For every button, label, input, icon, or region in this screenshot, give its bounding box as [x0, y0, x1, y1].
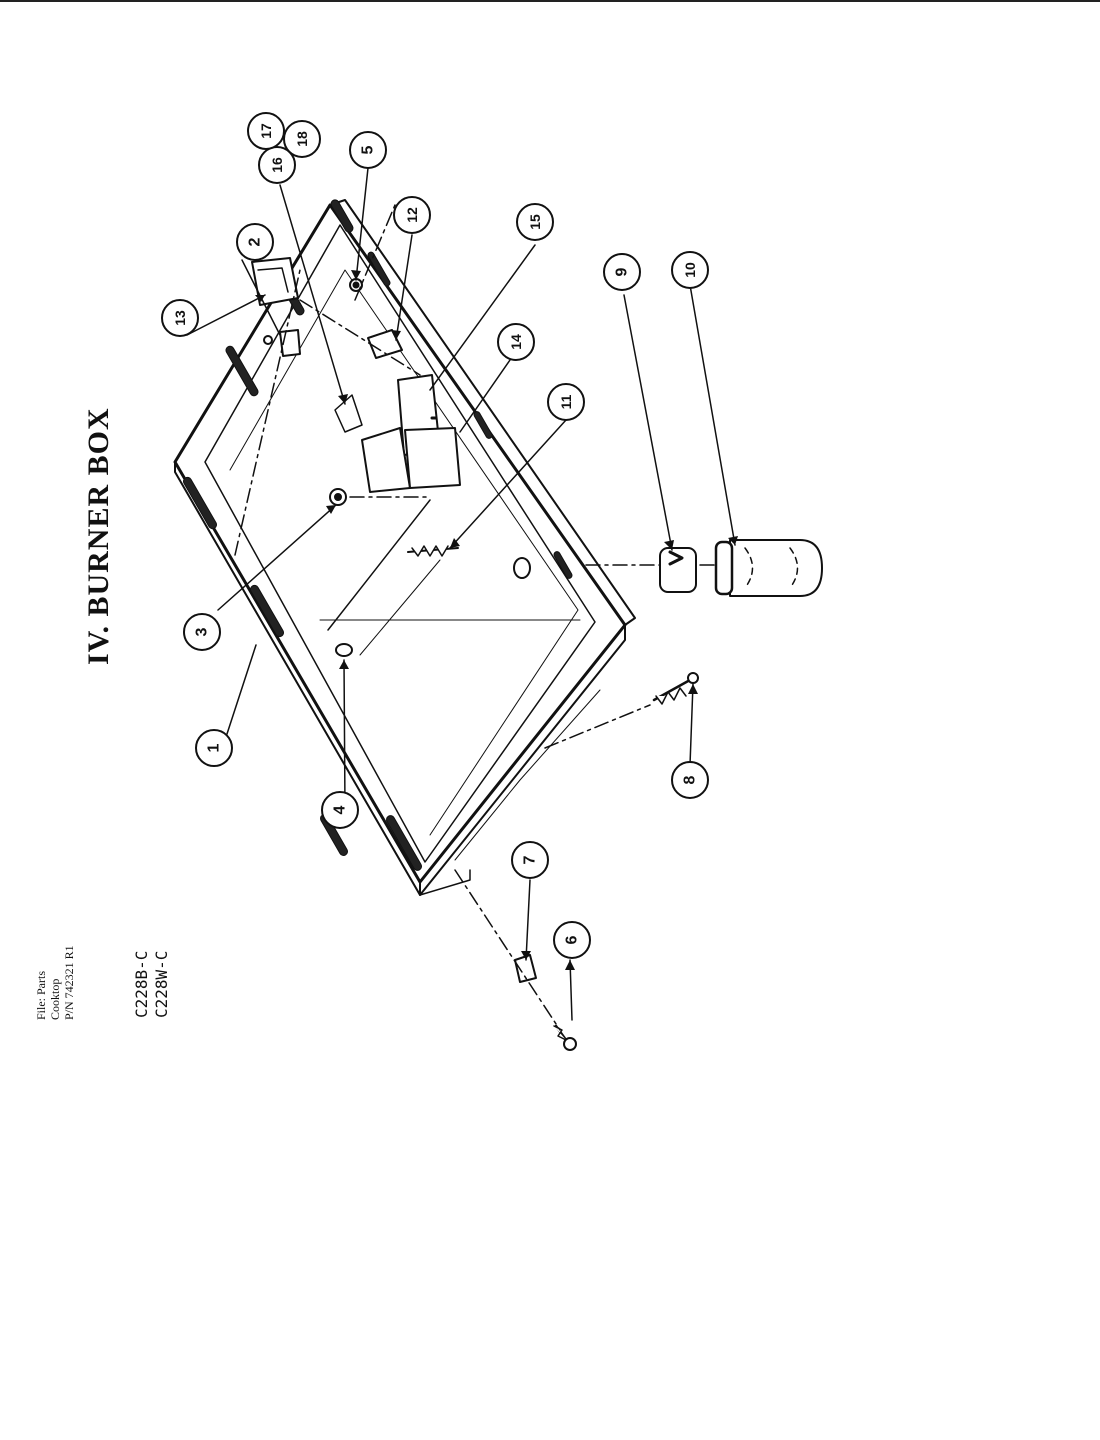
callout-label-13: 13	[172, 310, 188, 326]
callout-11: 11	[547, 383, 585, 421]
part-4-plug	[335, 643, 353, 657]
callout-label-12: 12	[404, 207, 420, 223]
callout-8: 8	[671, 761, 709, 799]
callout-circle-6	[553, 921, 591, 959]
callout-17: 17	[247, 112, 285, 150]
callout-circle-4	[321, 791, 359, 829]
callout-label-17: 17	[258, 123, 274, 139]
part-9-knob	[659, 547, 697, 593]
callout-circle-10	[671, 251, 709, 289]
callout-circle-17	[247, 112, 285, 150]
callout-16: 16	[258, 146, 296, 184]
part-10-knob-cap	[714, 539, 823, 597]
callout-6: 6	[553, 921, 591, 959]
burner-box-frame	[173, 199, 636, 896]
callout-circle-13	[161, 299, 199, 337]
callout-circle-12	[393, 196, 431, 234]
part-2-clip	[263, 329, 301, 357]
callout-label-5: 5	[360, 145, 377, 154]
callout-circle-3	[183, 613, 221, 651]
callout-label-15: 15	[527, 214, 543, 230]
callout-label-7: 7	[522, 855, 539, 864]
callout-3: 3	[183, 613, 221, 651]
callout-label-14: 14	[508, 334, 524, 350]
callout-label-3: 3	[194, 627, 211, 636]
part-6-screw	[553, 1024, 577, 1051]
callout-12: 12	[393, 196, 431, 234]
callout-13: 13	[161, 299, 199, 337]
callout-label-6: 6	[564, 935, 581, 944]
callout-circle-14	[497, 323, 535, 361]
callout-circle-16	[258, 146, 296, 184]
callout-5: 5	[349, 131, 387, 169]
callout-circle-9	[603, 253, 641, 291]
leader-lines	[186, 167, 736, 1021]
part-12-clip	[367, 329, 403, 359]
callout-circle-15	[516, 203, 554, 241]
callout-circle-18	[283, 120, 321, 158]
callout-label-8: 8	[682, 775, 699, 784]
callout-label-2: 2	[247, 237, 264, 246]
callout-2: 2	[236, 223, 274, 261]
callout-label-18: 18	[294, 131, 310, 147]
part-13-bracket	[251, 257, 299, 306]
leader-arrowheads	[255, 270, 738, 970]
callout-circle-8	[671, 761, 709, 799]
part-16-bracket	[334, 394, 363, 433]
callout-1: 1	[195, 729, 233, 767]
assembly-lines	[234, 204, 717, 1031]
callout-label-1: 1	[206, 743, 223, 752]
callout-10: 10	[671, 251, 709, 289]
callout-circle-1	[195, 729, 233, 767]
callout-14: 14	[497, 323, 535, 361]
callout-circle-11	[547, 383, 585, 421]
callout-label-10: 10	[682, 262, 698, 278]
callout-15: 15	[516, 203, 554, 241]
callout-label-11: 11	[558, 394, 574, 409]
callout-circle-2	[236, 223, 274, 261]
callout-18: 18	[283, 120, 321, 158]
callout-9: 9	[603, 253, 641, 291]
callout-label-16: 16	[269, 157, 285, 173]
part-15-burner-support	[361, 374, 461, 493]
part-3-grommet	[329, 488, 347, 506]
callout-label-4: 4	[332, 805, 349, 814]
part-8-screw	[652, 672, 699, 705]
callout-label-9: 9	[614, 267, 631, 276]
callout-circle-7	[511, 841, 549, 879]
callout-circle-5	[349, 131, 387, 169]
callout-7: 7	[511, 841, 549, 879]
callout-4: 4	[321, 791, 359, 829]
top-border-line	[0, 0, 1100, 2]
